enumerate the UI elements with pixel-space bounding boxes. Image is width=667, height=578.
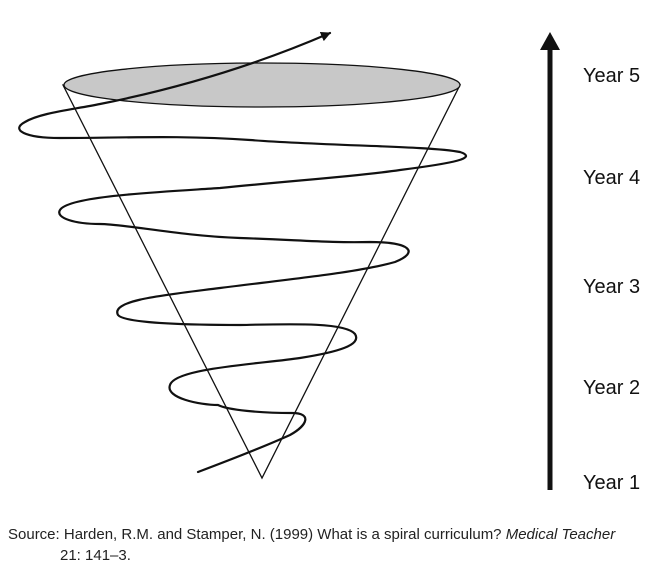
spiral-line: [18, 31, 468, 474]
cone-body: [61, 84, 462, 480]
source-caption: Source: Harden, R.M. and Stamper, N. (19…: [8, 524, 658, 566]
year-label-3: Year 3: [583, 276, 641, 298]
year-label-1: Year 1: [583, 472, 641, 494]
progress-arrow-head: [540, 32, 560, 50]
caption-prefix: Source: Harden, R.M. and Stamper, N. (19…: [8, 526, 506, 543]
year-label-2: Year 2: [583, 377, 641, 399]
caption-journal: Medical Teacher: [505, 526, 616, 543]
spiral-curriculum-diagram: [18, 31, 560, 490]
caption-line2: 21: 141–3.: [60, 547, 131, 564]
year-label-5: Year 5: [583, 65, 641, 87]
year-label-4: Year 4: [583, 167, 641, 189]
cone-top-ellipse: [63, 62, 461, 108]
